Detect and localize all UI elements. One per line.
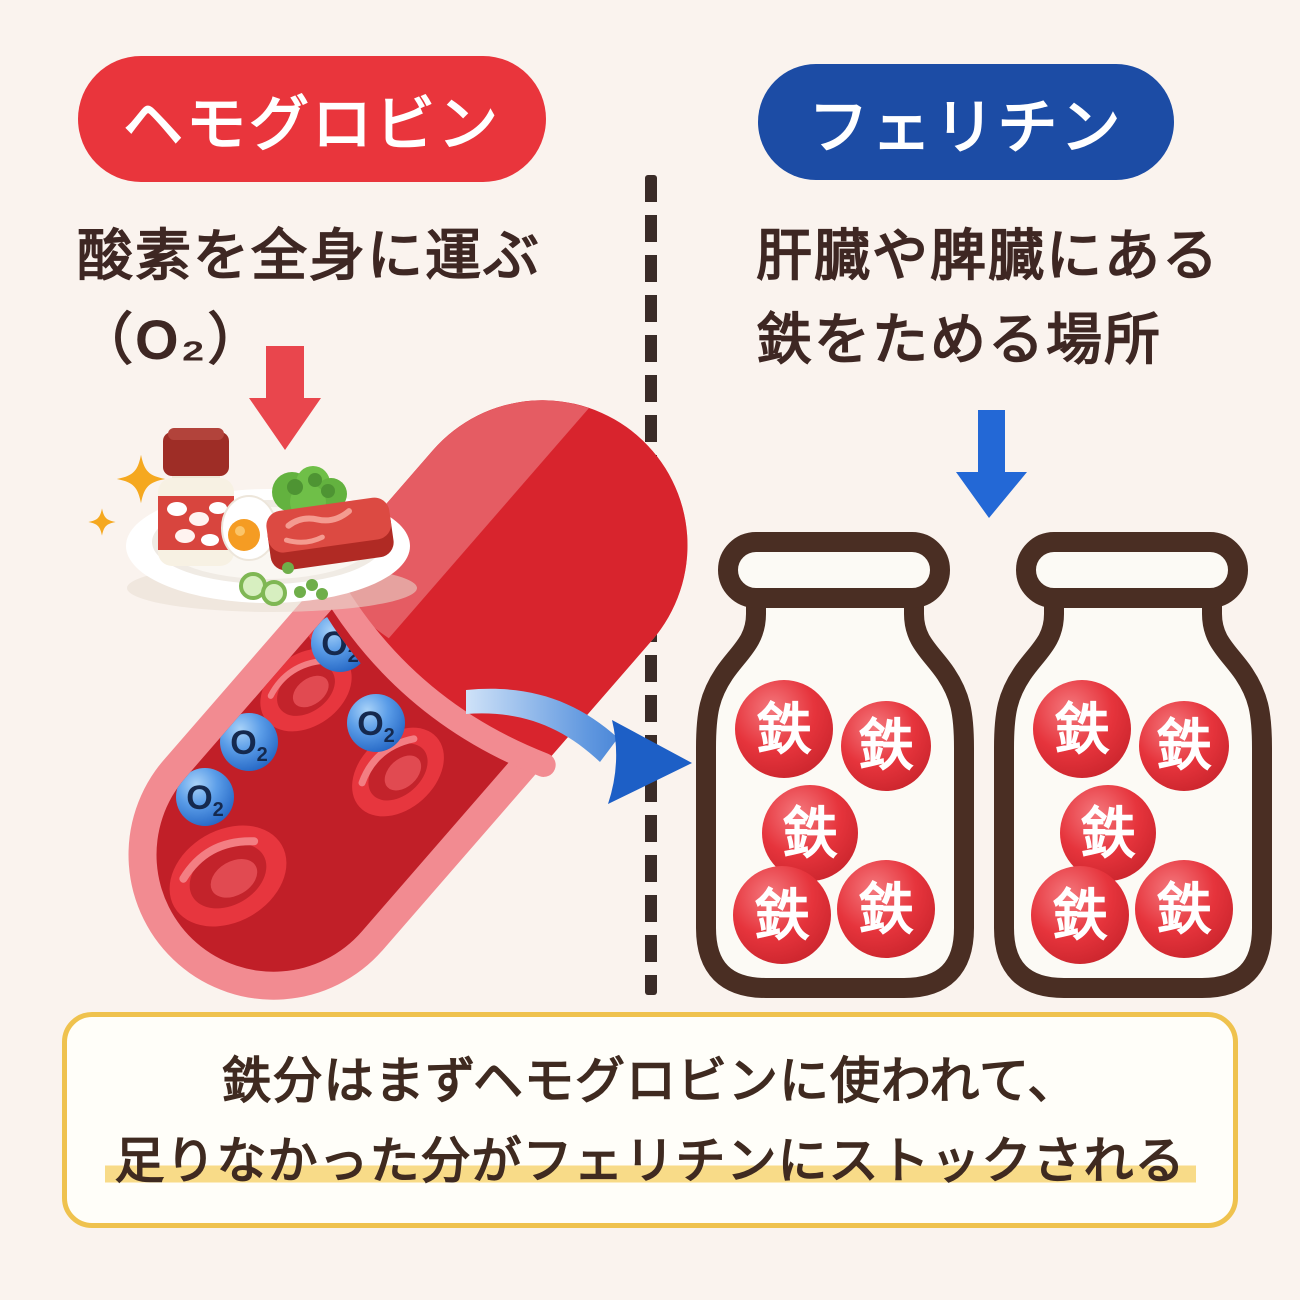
food-plate-illustration bbox=[88, 428, 417, 612]
red-down-arrow-icon bbox=[249, 346, 321, 450]
svg-text:O2: O2 bbox=[230, 724, 268, 766]
hemoglobin-description: 酸素を全身に運ぶ （O₂） bbox=[77, 214, 541, 382]
svg-text:鉄: 鉄 bbox=[754, 884, 810, 947]
hemoglobin-desc-line1: 酸素を全身に運ぶ bbox=[77, 224, 541, 287]
o2-molecule: O2 bbox=[176, 768, 234, 826]
iron-ball: 鉄 bbox=[837, 860, 935, 958]
o2-molecule: O2 bbox=[220, 713, 278, 771]
iron-ball: 鉄 bbox=[1033, 680, 1131, 778]
ferritin-desc-line2: 鉄をためる場所 bbox=[756, 308, 1162, 371]
svg-text:鉄: 鉄 bbox=[756, 698, 812, 761]
svg-text:鉄: 鉄 bbox=[858, 878, 914, 941]
iron-ball: 鉄 bbox=[1139, 701, 1229, 791]
svg-text:O2: O2 bbox=[186, 779, 224, 821]
oxygen-molecules: O2 O2 O2 O2 bbox=[176, 615, 405, 826]
iron-storage-jar: 鉄 鉄 鉄 鉄 鉄 bbox=[994, 532, 1272, 998]
hemoglobin-desc-line2: （O₂） bbox=[77, 308, 266, 371]
iron-ball: 鉄 bbox=[733, 866, 831, 964]
svg-text:鉄: 鉄 bbox=[1156, 714, 1212, 777]
cucumber-slices bbox=[239, 572, 287, 606]
summary-line2-wrap: 足りなかった分がフェリチンにストックされる bbox=[67, 1121, 1233, 1201]
svg-text:鉄: 鉄 bbox=[1052, 884, 1108, 947]
svg-text:鉄: 鉄 bbox=[1156, 878, 1212, 941]
svg-text:O2: O2 bbox=[357, 705, 395, 747]
iron-ball: 鉄 bbox=[1060, 785, 1156, 881]
hemoglobin-badge-label: ヘモグロビン bbox=[123, 90, 501, 158]
steak bbox=[266, 497, 394, 571]
hemoglobin-badge: ヘモグロビン bbox=[78, 56, 546, 182]
ferritin-jars: 鉄 鉄 鉄 鉄 鉄 鉄 bbox=[696, 532, 1272, 998]
ferritin-badge: フェリチン bbox=[758, 64, 1174, 180]
iron-ball: 鉄 bbox=[1135, 860, 1233, 958]
summary-line1: 鉄分はまずヘモグロビンに使われて、 bbox=[221, 1053, 1079, 1109]
blood-vessel-illustration: O2 O2 O2 O2 bbox=[128, 400, 688, 1000]
iron-ball: 鉄 bbox=[841, 701, 931, 791]
ferritin-description: 肝臓や脾臓にある 鉄をためる場所 bbox=[756, 214, 1220, 382]
ferritin-badge-label: フェリチン bbox=[808, 93, 1124, 161]
svg-text:鉄: 鉄 bbox=[782, 802, 838, 865]
o2-molecule: O2 bbox=[347, 694, 405, 752]
flow-arrow-icon bbox=[466, 688, 692, 804]
sparkle-icon bbox=[88, 508, 116, 536]
svg-text:鉄: 鉄 bbox=[1080, 802, 1136, 865]
boiled-egg bbox=[221, 495, 277, 561]
blue-down-arrow-icon bbox=[956, 410, 1027, 518]
iron-storage-jar: 鉄 鉄 鉄 鉄 鉄 bbox=[696, 532, 974, 998]
svg-text:鉄: 鉄 bbox=[858, 714, 914, 777]
iron-ball: 鉄 bbox=[735, 680, 833, 778]
svg-text:鉄: 鉄 bbox=[1054, 698, 1110, 761]
summary-box: 鉄分はまずヘモグロビンに使われて、 足りなかった分がフェリチンにストックされる bbox=[62, 1012, 1238, 1228]
ferritin-desc-line1: 肝臓や脾臓にある bbox=[756, 224, 1220, 287]
peas bbox=[282, 562, 328, 600]
supplement-bottle bbox=[158, 428, 234, 566]
iron-ball: 鉄 bbox=[1031, 866, 1129, 964]
iron-ball: 鉄 bbox=[762, 785, 858, 881]
sparkle-icon bbox=[116, 454, 166, 504]
summary-line2: 足りなかった分がフェリチンにストックされる bbox=[104, 1133, 1196, 1189]
